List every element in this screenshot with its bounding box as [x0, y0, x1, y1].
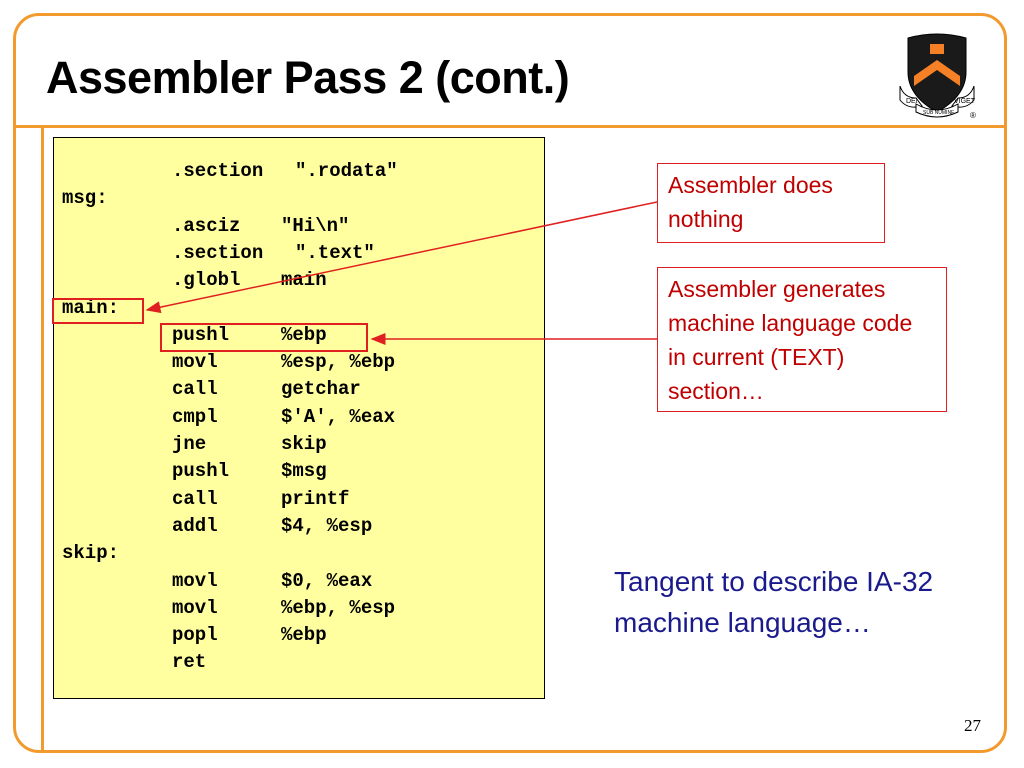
code-arg: $0, %eax — [281, 569, 373, 592]
code-arg: %ebp, %esp — [281, 596, 396, 619]
slide-title: Assembler Pass 2 (cont.) — [46, 52, 570, 103]
callout-assembler-does-nothing: Assembler does nothing — [657, 163, 885, 243]
left-rule — [41, 125, 44, 753]
code-op: .globl — [172, 269, 241, 292]
code-op: .section — [172, 241, 264, 264]
page-number: 27 — [964, 716, 981, 735]
code-op: jne — [172, 433, 207, 455]
code-arg: %esp, %ebp — [281, 351, 396, 374]
svg-text:SUB NUMINE: SUB NUMINE — [923, 110, 955, 116]
code-op: call — [172, 378, 218, 401]
code-op: movl — [172, 596, 218, 619]
arrow-to-main-label — [145, 201, 658, 314]
code-arg: skip — [281, 433, 327, 455]
code-arg: ".text" — [295, 241, 375, 264]
svg-text:®: ® — [970, 111, 976, 120]
code-op: movl — [172, 351, 218, 374]
code-label: skip: — [62, 542, 120, 565]
code-arg: printf — [281, 487, 350, 510]
svg-text:VIGET: VIGET — [954, 98, 976, 105]
pushl-instruction-highlight — [160, 323, 368, 352]
princeton-shield-logo: DEI VIGET SUB NUMINE ® — [899, 33, 976, 120]
code-op: pushl — [172, 460, 230, 483]
code-arg: $4, %esp — [281, 514, 373, 537]
shield-icon — [907, 33, 967, 113]
code-op: pushl — [172, 323, 230, 346]
chevron-shape — [914, 60, 960, 86]
code-op: movl — [172, 569, 218, 592]
code-arg: $msg — [281, 460, 327, 483]
code-arg: $'A', %eax — [281, 405, 396, 428]
code-op: addl — [172, 514, 218, 537]
callout-assembler-generates: Assembler generates machine language cod… — [657, 267, 947, 412]
code-label: msg: — [62, 187, 108, 210]
main-label-highlight — [52, 298, 144, 324]
code-listing — [53, 137, 545, 699]
code-arg: "Hi\n" — [281, 214, 350, 237]
code-arg: ".rodata" — [295, 160, 398, 182]
svg-text:DEI: DEI — [906, 98, 918, 105]
slide-frame — [13, 13, 1007, 753]
code-op: call — [172, 487, 218, 510]
code-arg: %ebp — [281, 624, 327, 647]
code-op: .asciz — [172, 214, 241, 237]
code-op: ret — [172, 651, 207, 674]
code-arg: %ebp — [281, 323, 327, 346]
code-op: cmpl — [172, 405, 218, 428]
code-arg: getchar — [281, 378, 361, 401]
code-op: .section — [172, 160, 264, 182]
title-divider — [13, 125, 1007, 128]
code-op: popl — [172, 624, 218, 647]
code-label: main: — [62, 296, 120, 319]
tangent-note: Tangent to describe IA-32 machine langua… — [614, 566, 934, 638]
